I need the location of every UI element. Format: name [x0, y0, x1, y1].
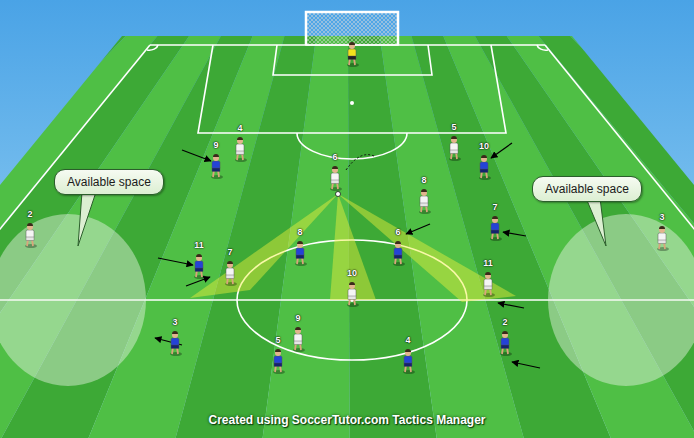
passing-lane — [330, 194, 376, 300]
goalkeeper-figure — [347, 42, 359, 67]
callout-bubble: Available space — [532, 176, 642, 202]
player-number: 3 — [659, 212, 664, 222]
player-figure — [330, 166, 342, 191]
callout-tail — [78, 192, 96, 246]
passing-lane — [190, 194, 338, 298]
player-figure — [25, 223, 37, 248]
player-number: 8 — [297, 227, 302, 237]
player-number: 2 — [27, 209, 32, 219]
player-figure — [347, 282, 359, 307]
player-figure — [490, 216, 502, 241]
player-figure — [403, 349, 415, 374]
ball — [336, 192, 341, 197]
player-number: 5 — [275, 335, 280, 345]
player-figure — [419, 189, 431, 214]
player-figure — [293, 327, 305, 352]
player-figure — [211, 154, 223, 179]
movement-path — [346, 155, 374, 170]
player-number: 10 — [347, 268, 357, 278]
player-figure — [479, 155, 491, 180]
player-number: 9 — [213, 140, 218, 150]
player-figure — [170, 331, 182, 356]
player-figure — [273, 349, 285, 374]
player-number: 6 — [395, 227, 400, 237]
movement-arrow — [406, 224, 430, 234]
player-figure — [483, 272, 495, 297]
player-figure — [194, 254, 206, 279]
callout-text: Available space — [545, 182, 629, 196]
player-figure — [295, 241, 307, 266]
passing-lane — [338, 194, 516, 302]
player-figure — [657, 226, 669, 251]
movement-arrow — [503, 232, 526, 236]
player-number: 2 — [502, 317, 507, 327]
player-figure — [393, 241, 405, 266]
player-number: 11 — [483, 258, 493, 268]
movement-arrow — [498, 303, 524, 308]
movement-arrow — [512, 362, 540, 368]
player-figure — [500, 331, 512, 356]
player-number: 5 — [451, 122, 456, 132]
watermark: Created using SoccerTutor.com Tactics Ma… — [209, 413, 486, 427]
player-figure — [225, 261, 237, 286]
player-number: 4 — [405, 335, 410, 345]
player-number: 4 — [237, 123, 242, 133]
player-number: 6 — [332, 152, 337, 162]
player-number: 11 — [194, 240, 204, 250]
movement-arrow — [182, 150, 211, 161]
callout-tail — [586, 198, 606, 246]
penalty-spot — [350, 101, 354, 105]
goal — [306, 12, 398, 45]
callout-text: Available space — [67, 175, 151, 189]
callout-bubble: Available space — [54, 169, 164, 195]
space-area — [548, 214, 694, 386]
player-number: 8 — [421, 175, 426, 185]
player-number: 7 — [492, 202, 497, 212]
movement-arrow — [155, 338, 182, 345]
movement-arrow — [158, 258, 193, 265]
player-number: 10 — [479, 141, 489, 151]
player-number: 3 — [172, 317, 177, 327]
space-area — [0, 214, 146, 386]
player-number: 7 — [227, 247, 232, 257]
movement-arrow — [491, 143, 512, 158]
player-number: 9 — [295, 313, 300, 323]
player-figure — [235, 137, 247, 162]
player-figure — [449, 136, 461, 161]
